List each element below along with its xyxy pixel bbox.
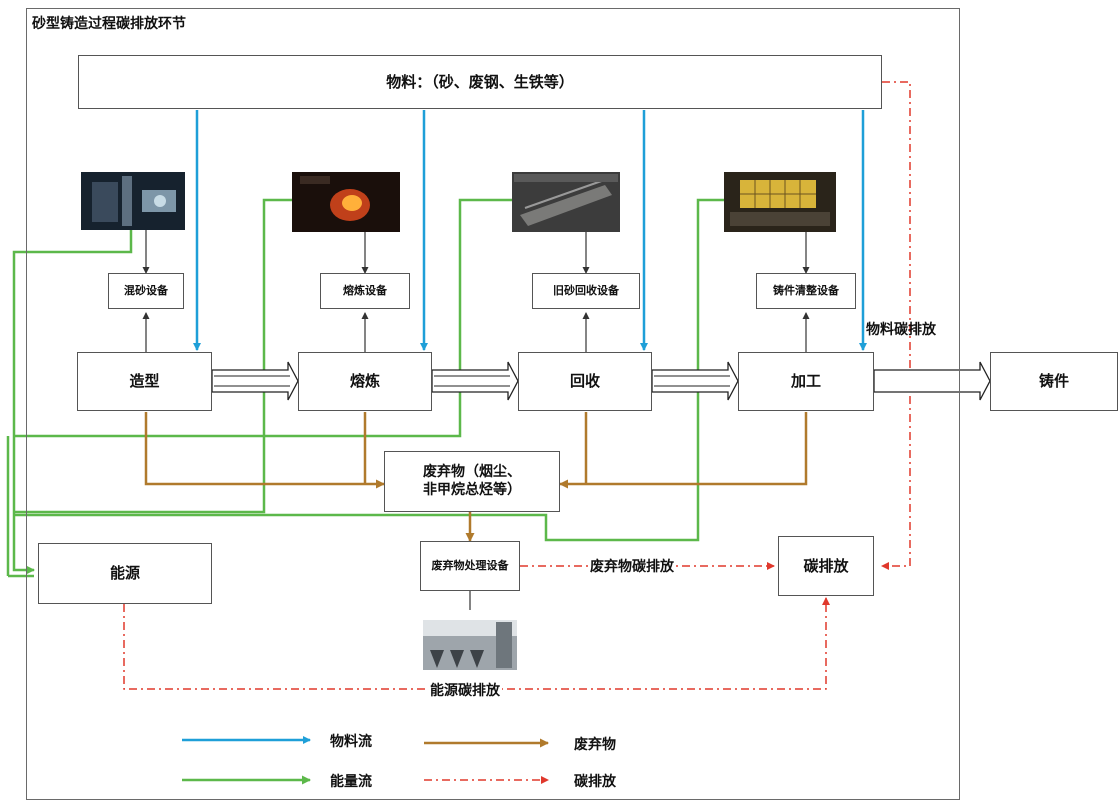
waste-carbon-label: 废弃物碳排放: [588, 556, 676, 576]
materials-box: 物料：（砂、废钢、生铁等）: [78, 55, 882, 109]
stage-recovery: 回收: [518, 352, 652, 411]
product-box: 铸件: [990, 352, 1118, 411]
waste-flow-lines: [144, 412, 808, 542]
device-sand-recovery-label: 旧砂回收设备: [553, 284, 619, 298]
waste-treatment-device: 废弃物处理设备: [420, 541, 520, 591]
material-flow-lines: [193, 110, 867, 351]
energy-carbon-label: 能源碳排放: [428, 680, 502, 700]
diagram-title: 砂型铸造过程碳排放环节: [32, 16, 186, 32]
device-smelting: 熔炼设备: [320, 273, 410, 309]
process-arrows: [211, 361, 991, 401]
casting-cleaning-photo: [724, 172, 836, 232]
stage-molding-label: 造型: [129, 372, 160, 391]
material-carbon-label: 物料碳排放: [866, 322, 936, 338]
stage-smelting-label: 熔炼: [349, 372, 380, 391]
sand-recovery-photo: [512, 172, 620, 232]
stage-recovery-label: 回收: [569, 372, 600, 391]
device-connectors: [142, 230, 810, 610]
device-casting-cleaning-label: 铸件清整设备: [773, 284, 839, 298]
legend-energy-label: 能量流: [330, 774, 372, 790]
section-frame: [26, 8, 960, 800]
carbon-emission-label: 碳排放: [803, 556, 849, 575]
stage-molding: 造型: [77, 352, 212, 411]
device-smelting-label: 熔炼设备: [343, 284, 387, 298]
product-label: 铸件: [1038, 372, 1069, 391]
waste-box: 废弃物（烟尘、 非甲烷总烃等）: [384, 451, 560, 512]
waste-label-line1: 废弃物（烟尘、: [423, 464, 521, 480]
waste-label-line2: 非甲烷总烃等）: [423, 481, 521, 498]
device-sand-recovery: 旧砂回收设备: [532, 273, 640, 309]
device-mixing-label: 混砂设备: [124, 284, 168, 298]
stage-machining-label: 加工: [790, 372, 821, 391]
device-casting-cleaning: 铸件清整设备: [756, 273, 856, 309]
waste-treatment-facility-photo: [423, 620, 517, 670]
stage-machining: 加工: [738, 352, 874, 411]
legend-lines: [182, 736, 549, 785]
energy-label: 能源: [109, 564, 140, 583]
energy-flow-lines: [6, 198, 724, 578]
legend-waste-label: 废弃物: [574, 737, 616, 753]
waste-treatment-device-label: 废弃物处理设备: [431, 559, 509, 573]
energy-box: 能源: [38, 543, 212, 604]
process-arrow-stripes: [214, 375, 730, 387]
device-mixing: 混砂设备: [108, 273, 184, 309]
materials-label: 物料：（砂、废钢、生铁等）: [386, 72, 574, 91]
legend-carbon-label: 碳排放: [574, 774, 616, 790]
photos: [81, 172, 836, 670]
carbon-emission-box: 碳排放: [778, 536, 874, 596]
smelting-furnace-photo: [292, 172, 400, 232]
legend-material-label: 物料流: [330, 734, 372, 750]
mixing-equipment-photo: [81, 172, 185, 230]
stage-smelting: 熔炼: [298, 352, 432, 411]
